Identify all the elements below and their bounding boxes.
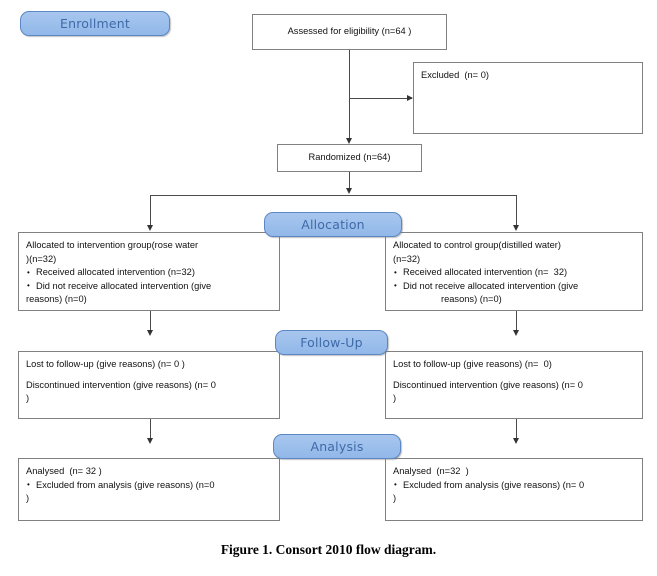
connector-followup-left-to-analysis [150, 419, 151, 441]
followup-right-line2: Discontinued intervention (give reasons)… [393, 379, 583, 390]
alloc-right-bullet1: Received allocated intervention (n= 32) [393, 266, 635, 280]
arrowhead-alloc-left-in [146, 225, 153, 231]
connector-allocation-split-bar [150, 195, 516, 196]
connector-split-right-drop [516, 195, 517, 228]
box-analysis-intervention: Analysed (n= 32 ) Excluded from analysis… [18, 458, 280, 521]
stage-badge-followup-label: Follow-Up [300, 335, 363, 350]
stage-badge-analysis: Analysis [273, 434, 401, 459]
box-assessed-for-eligibility-text: Assessed for eligibility (n=64 ) [287, 26, 412, 37]
stage-badge-analysis-label: Analysis [310, 439, 364, 454]
followup-right-spacer [393, 372, 635, 379]
arrowhead-excluded-in [407, 94, 413, 101]
stage-badge-allocation: Allocation [264, 212, 402, 237]
alloc-left-bullet2: Did not receive allocated intervention (… [26, 279, 272, 294]
box-analysis-control: Analysed (n=32 ) Excluded from analysis … [385, 458, 643, 521]
analysis-right-line1: Analysed (n=32 ) [393, 466, 469, 476]
analysis-left-line3: ) [26, 493, 30, 503]
alloc-left-line1: Allocated to intervention group(rose wat… [26, 240, 199, 250]
followup-right-line3: ) [393, 393, 397, 403]
alloc-right-line2: (n=32) [393, 253, 421, 264]
alloc-left-line2: )(n=32) [26, 253, 57, 264]
box-randomized: Randomized (n=64) [277, 144, 422, 172]
box-assessed-for-eligibility: Assessed for eligibility (n=64 ) [252, 14, 447, 50]
box-excluded: Excluded (n= 0) [413, 62, 643, 134]
analysis-right-bullet1: Excluded from analysis (give reasons) (n… [393, 478, 635, 493]
analysis-right-line3: ) [393, 493, 397, 503]
followup-left-line3: ) [26, 393, 30, 403]
stage-badge-enrollment: Enrollment [20, 11, 170, 36]
stage-badge-followup: Follow-Up [275, 330, 388, 355]
analysis-left-line1: Analysed (n= 32 ) [26, 466, 102, 476]
arrowhead-alloc-right-in [512, 225, 519, 231]
arrowhead-followup-left-in [146, 330, 153, 336]
stage-badge-allocation-label: Allocation [301, 217, 365, 232]
alloc-left-clipped: reasons) (n=0) [26, 294, 87, 304]
alloc-right-clipped: reasons) (n=0) [441, 294, 502, 304]
followup-left-line2: Discontinued intervention (give reasons)… [26, 379, 216, 390]
followup-left-line1: Lost to follow-up (give reasons) (n= 0 ) [26, 359, 185, 369]
followup-right-line1: Lost to follow-up (give reasons) (n= 0) [393, 359, 552, 369]
connector-alloc-left-to-followup [150, 311, 151, 333]
box-allocation-intervention: Allocated to intervention group(rose wat… [18, 232, 280, 311]
figure-caption: Figure 1. Consort 2010 flow diagram. [220, 542, 437, 557]
followup-left-spacer [26, 372, 272, 379]
alloc-right-line1: Allocated to control group(distilled wat… [393, 240, 561, 250]
connector-split-left-drop [150, 195, 151, 228]
box-followup-intervention: Lost to follow-up (give reasons) (n= 0 )… [18, 351, 280, 419]
stage-badge-enrollment-label: Enrollment [60, 16, 130, 31]
connector-assessed-to-randomized [349, 50, 350, 141]
box-excluded-text: Excluded (n= 0) [421, 70, 489, 80]
connector-alloc-right-to-followup [516, 311, 517, 333]
connector-followup-right-to-analysis [516, 419, 517, 441]
box-allocation-control: Allocated to control group(distilled wat… [385, 232, 643, 311]
connector-randomized-stem [349, 172, 350, 191]
arrowhead-randomized-in [345, 138, 352, 144]
analysis-left-bullet1: Excluded from analysis (give reasons) (n… [26, 478, 272, 493]
arrowhead-analysis-right-in [512, 438, 519, 444]
arrowhead-randomized-split [345, 188, 352, 194]
arrowhead-analysis-left-in [146, 438, 153, 444]
arrowhead-followup-right-in [512, 330, 519, 336]
box-randomized-text: Randomized (n=64) [308, 152, 391, 163]
box-followup-control: Lost to follow-up (give reasons) (n= 0) … [385, 351, 643, 419]
alloc-right-bullet2: Did not receive allocated intervention (… [393, 279, 635, 294]
alloc-left-bullet1: Received allocated intervention (n=32) [26, 266, 272, 280]
connector-to-excluded [349, 98, 412, 99]
